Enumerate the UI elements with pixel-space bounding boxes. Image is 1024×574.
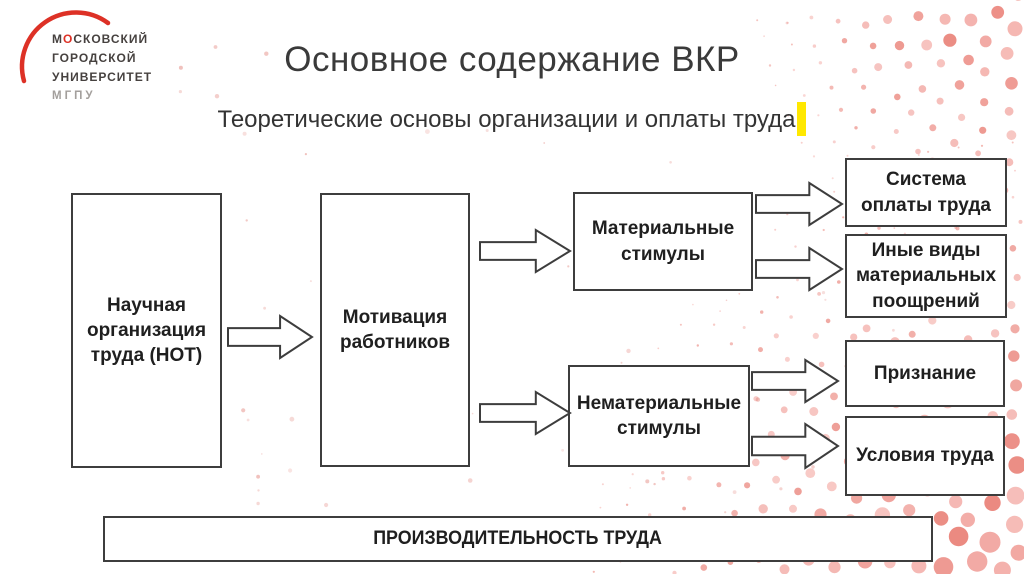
arrow-motivation-to-material-icon: [480, 230, 570, 272]
node-material-incentives: Материальные стимулы: [573, 192, 753, 291]
logo-line-universitet: УНИВЕРСИТЕТ: [52, 70, 153, 84]
productivity-bar: ПРОИЗВОДИТЕЛЬНОСТЬ ТРУДА: [103, 516, 933, 562]
node-scientific-labor-organization: Научная организация труда (НОТ): [71, 193, 222, 468]
arrow-nonmaterial-to-recognition-icon: [752, 360, 838, 402]
arrow-material-to-pay-system-icon: [756, 183, 842, 225]
node-nonmaterial-incentives: Нематериальные стимулы: [568, 365, 750, 467]
slide-subtitle: Теоретические основы организации и оплат…: [0, 101, 1024, 138]
node-employee-motivation: Мотивация работников: [320, 193, 470, 467]
logo-line-mgpu: МГПУ: [52, 90, 96, 102]
logo-line-moskovskiy: МОСКОВСКИЙ: [52, 32, 149, 46]
slide-title: Основное содержание ВКР: [284, 40, 740, 79]
logo-red-letter: О: [63, 32, 74, 46]
subtitle-text: Теоретические основы организации и оплат…: [217, 106, 796, 133]
node-work-conditions: Условия труда: [845, 416, 1005, 496]
node-pay-system: Система оплаты труда: [845, 158, 1007, 227]
node-recognition: Признание: [845, 340, 1005, 407]
arrow-org-to-motivation-icon: [228, 316, 312, 358]
logo-arc-icon: [19, 10, 111, 84]
arrow-nonmaterial-to-conditions-icon: [752, 424, 838, 468]
arrow-motivation-to-nonmaterial-icon: [480, 392, 570, 434]
logo-line-gorodskoy: ГОРОДСКОЙ: [52, 51, 137, 65]
university-logo: МОСКОВСКИЙ ГОРОДСКОЙ УНИВЕРСИТЕТ МГПУ: [12, 6, 192, 116]
node-other-material-rewards: Иные виды материальных поощрений: [845, 234, 1007, 318]
text-cursor-highlight: [797, 101, 807, 136]
logo-text: МОСКОВСКИЙ ГОРОДСКОЙ УНИВЕРСИТЕТ МГПУ: [52, 30, 152, 106]
arrow-material-to-other-rewards-icon: [756, 248, 842, 290]
